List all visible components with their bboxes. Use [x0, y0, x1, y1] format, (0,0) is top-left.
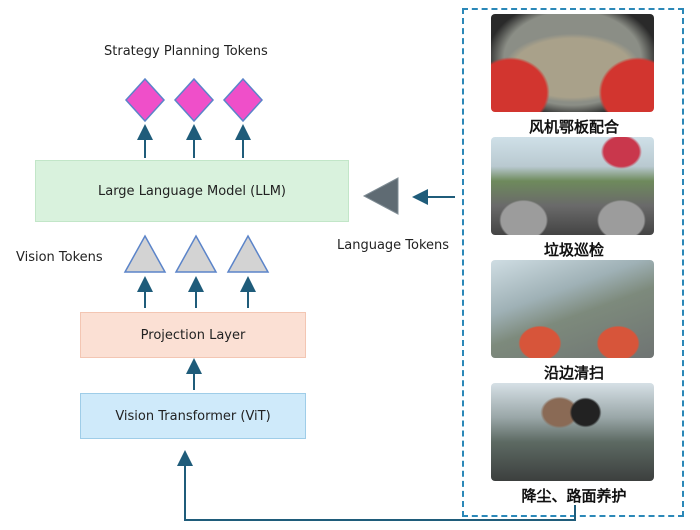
vision-token-triangle: [123, 234, 167, 273]
scene-image-3: [491, 260, 654, 358]
llm-box: Large Language Model (LLM): [35, 160, 349, 222]
language-token-triangle: [362, 177, 399, 215]
scene-image-4: [491, 383, 654, 481]
strategy-token-diamond: [124, 77, 166, 123]
language-tokens-label: Language Tokens: [337, 238, 450, 253]
projection-label: Projection Layer: [140, 327, 246, 343]
strategy-token-diamond: [173, 77, 215, 123]
projection-layer-box: Projection Layer: [80, 312, 306, 358]
scene-image-2: [491, 137, 654, 235]
scene-caption-1: 风机鄂板配合: [528, 118, 619, 136]
vision-token-triangle: [226, 234, 270, 273]
scene-caption-2: 垃圾巡检: [543, 241, 604, 259]
vision-token-triangle: [174, 234, 218, 273]
scene-panel: [462, 8, 684, 517]
strategy-tokens-label: Strategy Planning Tokens: [104, 44, 268, 59]
strategy-token-diamond: [222, 77, 264, 123]
scene-caption-4: 降尘、路面养护: [521, 487, 627, 505]
vision-tokens-label: Vision Tokens: [16, 250, 103, 265]
feedback-path: [177, 450, 576, 521]
vit-label: Vision Transformer (ViT): [115, 408, 271, 424]
vit-box: Vision Transformer (ViT): [80, 393, 306, 439]
llm-label: Large Language Model (LLM): [97, 183, 286, 199]
scene-caption-3: 沿边清扫: [543, 364, 604, 382]
scene-image-1: [491, 14, 654, 112]
